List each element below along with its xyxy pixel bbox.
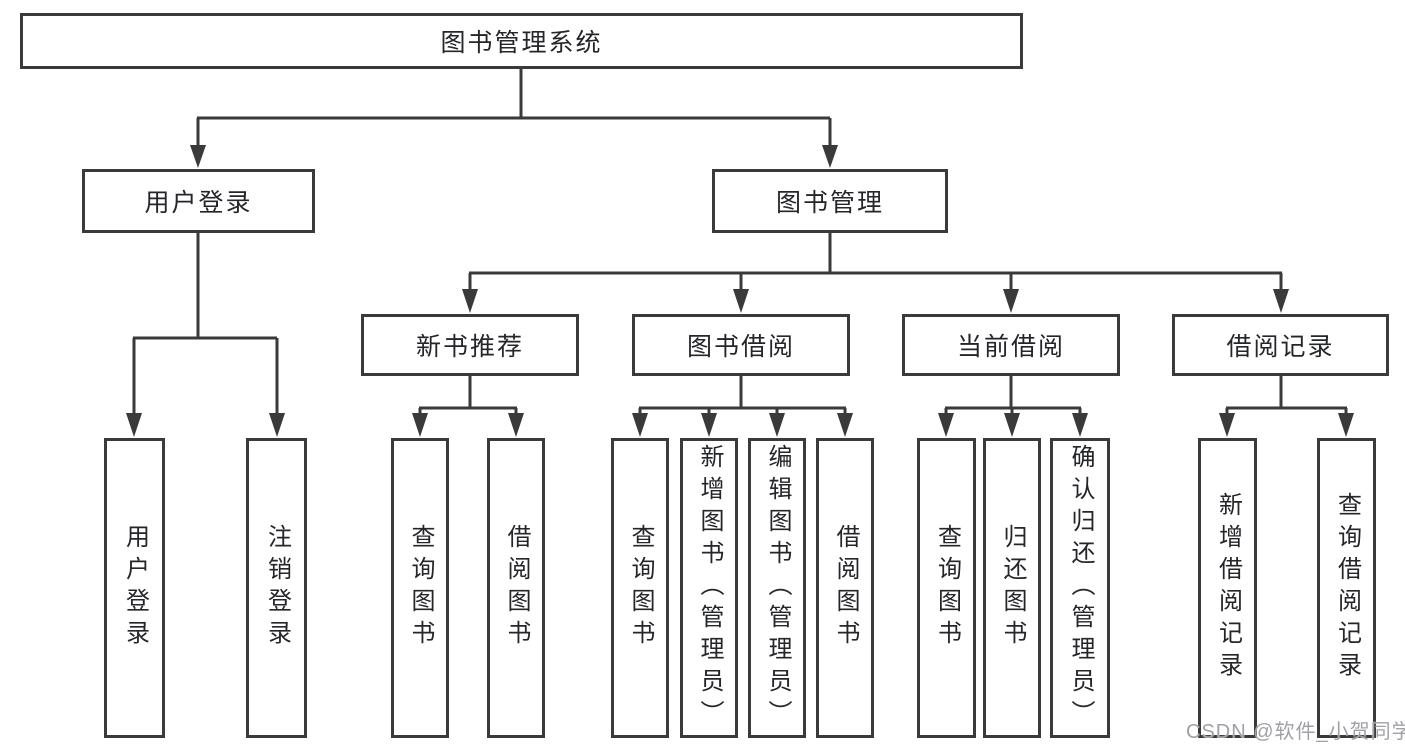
node-borrowing-borrow-books: 借阅图书: [816, 438, 874, 738]
edge-user-login-children: [126, 233, 285, 437]
node-book-management: 图书管理: [712, 169, 948, 233]
node-recommend-query-books: 查询图书: [391, 438, 449, 738]
node-borrowing-query-books: 查询图书: [611, 438, 669, 738]
edge-new-book-recommend-children: [412, 376, 524, 437]
node-records-query-record: 查询借阅记录: [1317, 438, 1376, 738]
node-user-login: 用户登录: [82, 169, 315, 233]
node-current-confirm-return-admin: 确认归还（管理员）: [1050, 438, 1110, 738]
node-recommend-borrow-books: 借阅图书: [487, 438, 545, 738]
node-records-add-record: 新增借阅记录: [1198, 438, 1257, 738]
edge-root-to-level2: [190, 69, 838, 168]
node-borrowing-edit-books-admin: 编辑图书（管理员）: [748, 438, 806, 738]
node-current-borrowing: 当前借阅: [902, 314, 1120, 376]
node-user-login-action: 用户登录: [104, 438, 165, 738]
csdn-watermark: CSDN @软件_小贺同学: [1186, 721, 1405, 743]
edge-book-management-children: [462, 233, 1289, 313]
node-borrowing-add-books-admin: 新增图书（管理员）: [680, 438, 738, 738]
edge-current-borrowing-children: [938, 376, 1088, 437]
edge-book-borrowing-children: [632, 376, 853, 437]
node-logout-action: 注销登录: [246, 438, 307, 738]
node-current-return-books: 归还图书: [983, 438, 1041, 738]
node-new-book-recommend: 新书推荐: [361, 314, 579, 376]
node-current-query-books: 查询图书: [917, 438, 976, 738]
node-book-borrowing: 图书借阅: [632, 314, 850, 376]
node-library-system: 图书管理系统: [20, 13, 1023, 69]
edge-borrowing-records-children: [1219, 376, 1354, 437]
node-borrowing-records: 借阅记录: [1172, 314, 1389, 376]
